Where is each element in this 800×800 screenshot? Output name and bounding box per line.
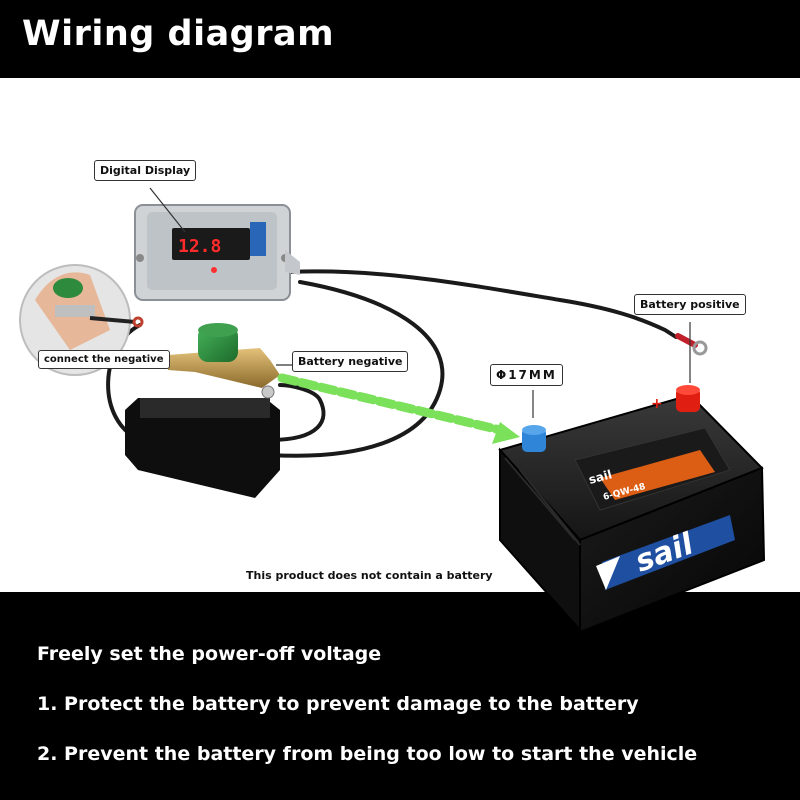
- features-panel: [0, 592, 800, 800]
- inset-photo: [19, 264, 144, 376]
- header-bar: Wiring diagram: [0, 0, 800, 78]
- positive-terminal: +: [651, 385, 700, 412]
- battery-brand-top: sail: [587, 467, 613, 487]
- cutoff-module: [125, 398, 280, 498]
- battery-not-included-note: This product does not contain a battery: [246, 569, 493, 582]
- battery: 6-QW-48 sail sail +: [498, 385, 766, 634]
- callout-battery-negative: Battery negative: [292, 351, 409, 372]
- negative-terminal: [522, 425, 546, 452]
- display-led: [211, 267, 217, 273]
- module-wire: [268, 383, 326, 442]
- callout-battery-positive: Battery positive: [634, 294, 746, 315]
- callout-digital-display: Digital Display: [94, 160, 197, 181]
- display-reading: 12.8: [178, 236, 221, 257]
- digital-display-box: 12.8: [134, 204, 300, 301]
- page-title: Wiring diagram: [22, 14, 335, 54]
- callout-connect-negative: connect the negative: [38, 350, 170, 369]
- feature-headline: Freely set the power-off voltage: [37, 643, 382, 665]
- positive-wire: [288, 269, 678, 339]
- callout-terminal-size: Φ17MM: [490, 364, 563, 386]
- negative-arrow: [277, 373, 520, 444]
- feature-item-1: 1. Protect the battery to prevent damage…: [37, 693, 639, 715]
- disconnect-switch: [168, 323, 280, 399]
- svg-text:+: +: [651, 396, 663, 412]
- positive-ring-terminal: [675, 333, 708, 356]
- display-wire: [268, 280, 445, 458]
- feature-item-2: 2. Prevent the battery from being too lo…: [37, 743, 698, 765]
